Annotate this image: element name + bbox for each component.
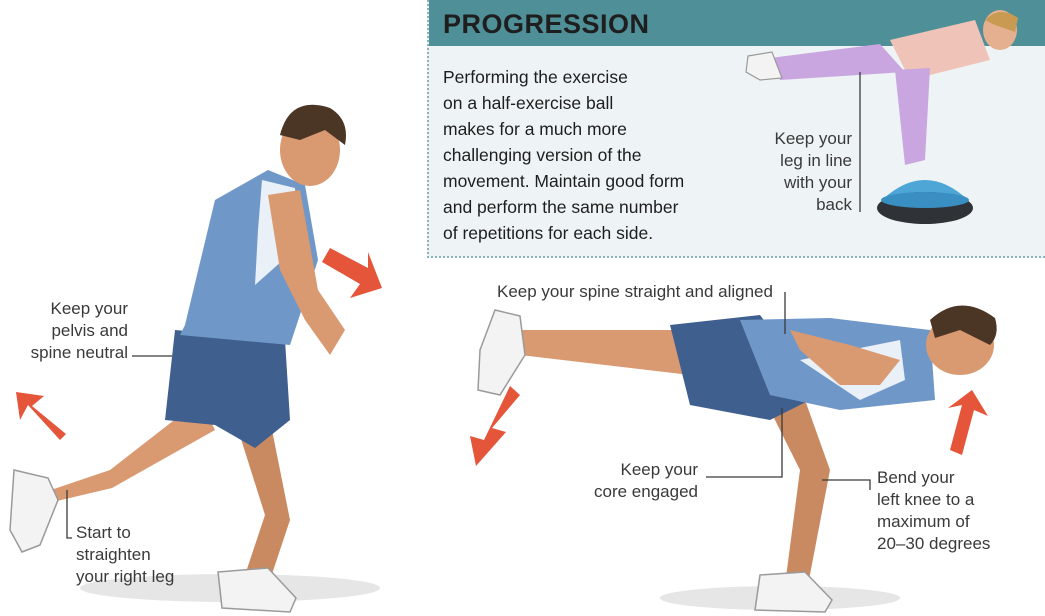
callout-line: spine neutral <box>20 342 128 364</box>
callout-line: pelvis and <box>20 320 128 342</box>
arrow-down-left-icon <box>470 386 520 466</box>
callout-line: Keep your <box>580 459 698 481</box>
raised-shoe-icon <box>478 310 525 395</box>
callout-line: with your <box>755 172 852 194</box>
back-shoe-icon <box>10 470 58 552</box>
callout-line: core engaged <box>580 481 698 503</box>
callout-line: leg in line <box>755 150 852 172</box>
knee-leader-line <box>822 480 870 490</box>
callout-line: back <box>755 194 852 216</box>
callout-line: maximum of <box>877 511 990 533</box>
standing-leg <box>895 68 930 165</box>
callout-line: left knee to a <box>877 489 990 511</box>
callout-line: Keep your <box>20 298 128 320</box>
raised-shoe-icon <box>746 52 782 80</box>
callout-pelvis: Keep your pelvis and spine neutral <box>20 298 128 364</box>
arrow-up-right-icon <box>948 390 988 455</box>
callout-line: Bend your <box>877 467 990 489</box>
standing-leg <box>765 400 830 585</box>
raised-leg <box>515 330 690 375</box>
callout-line: straighten <box>76 544 174 566</box>
front-shoe-icon <box>218 568 296 612</box>
callout-line: Keep your spine straight and aligned <box>497 281 773 303</box>
callout-line: Start to <box>76 522 174 544</box>
callout-line: your right leg <box>76 566 174 588</box>
figure-hinge <box>470 305 997 612</box>
arrow-down-right-icon <box>322 248 382 298</box>
callout-line: Keep your <box>755 128 852 150</box>
callout-leg-in-line: Keep your leg in line with your back <box>755 128 852 216</box>
callout-core: Keep your core engaged <box>580 459 698 503</box>
raised-leg <box>770 44 905 80</box>
callout-straighten: Start to straighten your right leg <box>76 522 174 588</box>
callout-lines <box>67 72 870 538</box>
arrow-up-left-icon <box>16 392 66 440</box>
callout-spine: Keep your spine straight and aligned <box>497 281 773 303</box>
callout-knee: Bend your left knee to a maximum of 20–3… <box>877 467 990 555</box>
half-ball-rim <box>881 192 969 208</box>
callout-line: 20–30 degrees <box>877 533 990 555</box>
standing-shoe-icon <box>755 572 832 612</box>
